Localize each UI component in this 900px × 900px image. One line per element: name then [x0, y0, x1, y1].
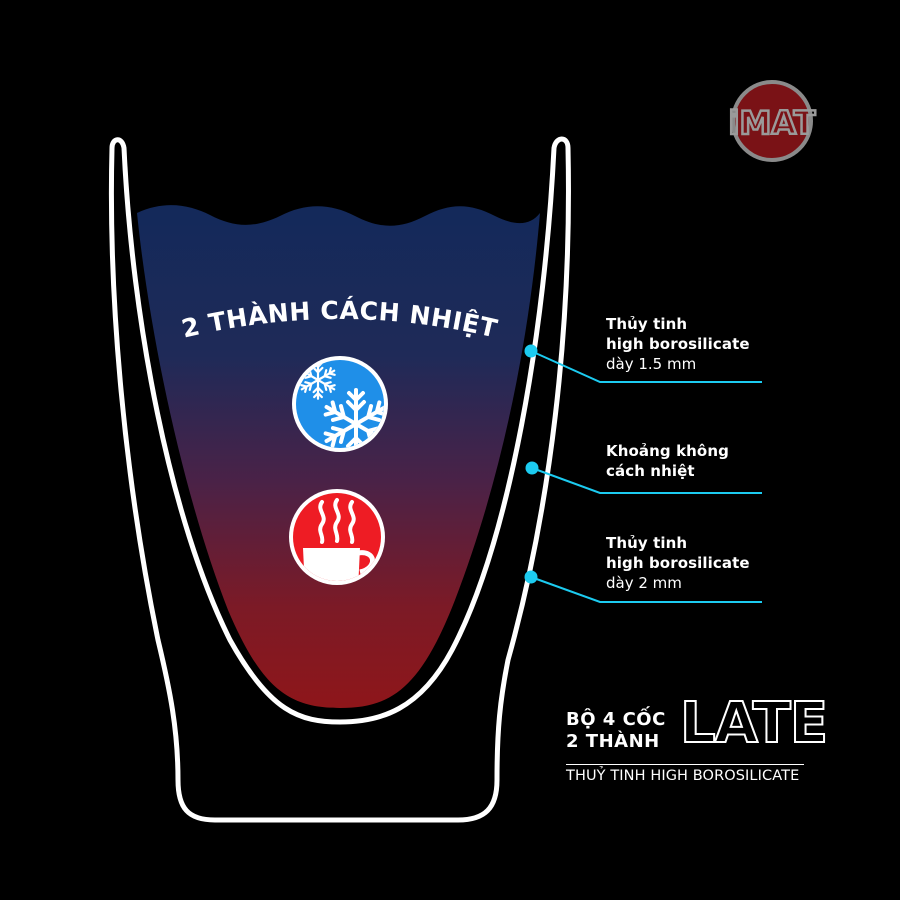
- snowflake-icon: [292, 356, 388, 452]
- callout-line: Khoảng không: [606, 442, 729, 460]
- callout-line: high borosilicate: [606, 554, 750, 572]
- callout-dot: [524, 344, 538, 358]
- imat-logo: iMAT: [727, 80, 817, 162]
- logo-text: iMAT: [729, 104, 816, 142]
- callout-dot: [525, 461, 539, 475]
- brand-tagline: BỘ 4 CỐC 2 THÀNH: [566, 709, 666, 753]
- divider: [566, 764, 804, 765]
- callout-line: dày 2 mm: [606, 574, 682, 592]
- product-name: LATE: [679, 691, 829, 756]
- callout-line: Thủy tinh: [606, 534, 688, 552]
- brand-line-1: BỘ 4 CỐC: [566, 709, 666, 730]
- callout-dot: [524, 570, 538, 584]
- callout-lines: [530, 350, 762, 603]
- callout-outer-wall-1-5mm: Thủy tinh high borosilicate dày 1.5 mm: [606, 314, 750, 374]
- callout-outer-wall-2mm: Thủy tinh high borosilicate dày 2 mm: [606, 533, 750, 593]
- callout-line: dày 1.5 mm: [606, 355, 697, 373]
- liquid: [137, 205, 540, 708]
- callout-line: cách nhiệt: [606, 462, 695, 480]
- brand-line-2: 2 THÀNH: [566, 731, 660, 752]
- steam-icon: [318, 498, 356, 544]
- brand-subtitle: THUỶ TINH HIGH BOROSILICATE: [566, 768, 800, 784]
- hot-cup-icon: [289, 489, 385, 585]
- glass-wall-outline: [108, 136, 571, 823]
- callout-line: Thủy tinh: [606, 315, 688, 333]
- callout-air-gap: Khoảng không cách nhiệt: [606, 441, 729, 481]
- callout-line: high borosilicate: [606, 335, 750, 353]
